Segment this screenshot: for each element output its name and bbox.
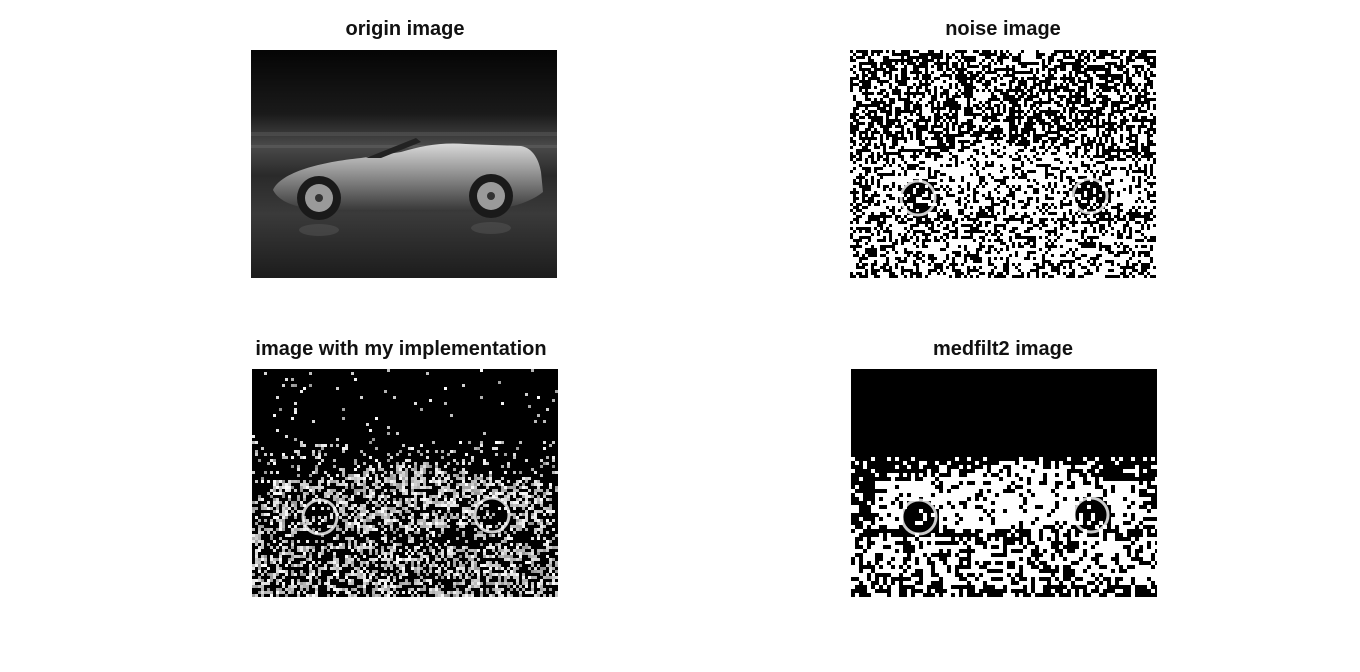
my-implementation-image	[252, 369, 558, 597]
panel-title-noise: noise image	[945, 18, 1061, 40]
panel-title-my-implementation: image with my implementation	[255, 338, 547, 360]
panel-title-medfilt2: medfilt2 image	[932, 338, 1074, 360]
panel-title-origin: origin image	[345, 18, 465, 40]
medfilt2-image	[851, 369, 1157, 597]
origin-image	[251, 50, 557, 278]
noise-image	[850, 50, 1156, 278]
